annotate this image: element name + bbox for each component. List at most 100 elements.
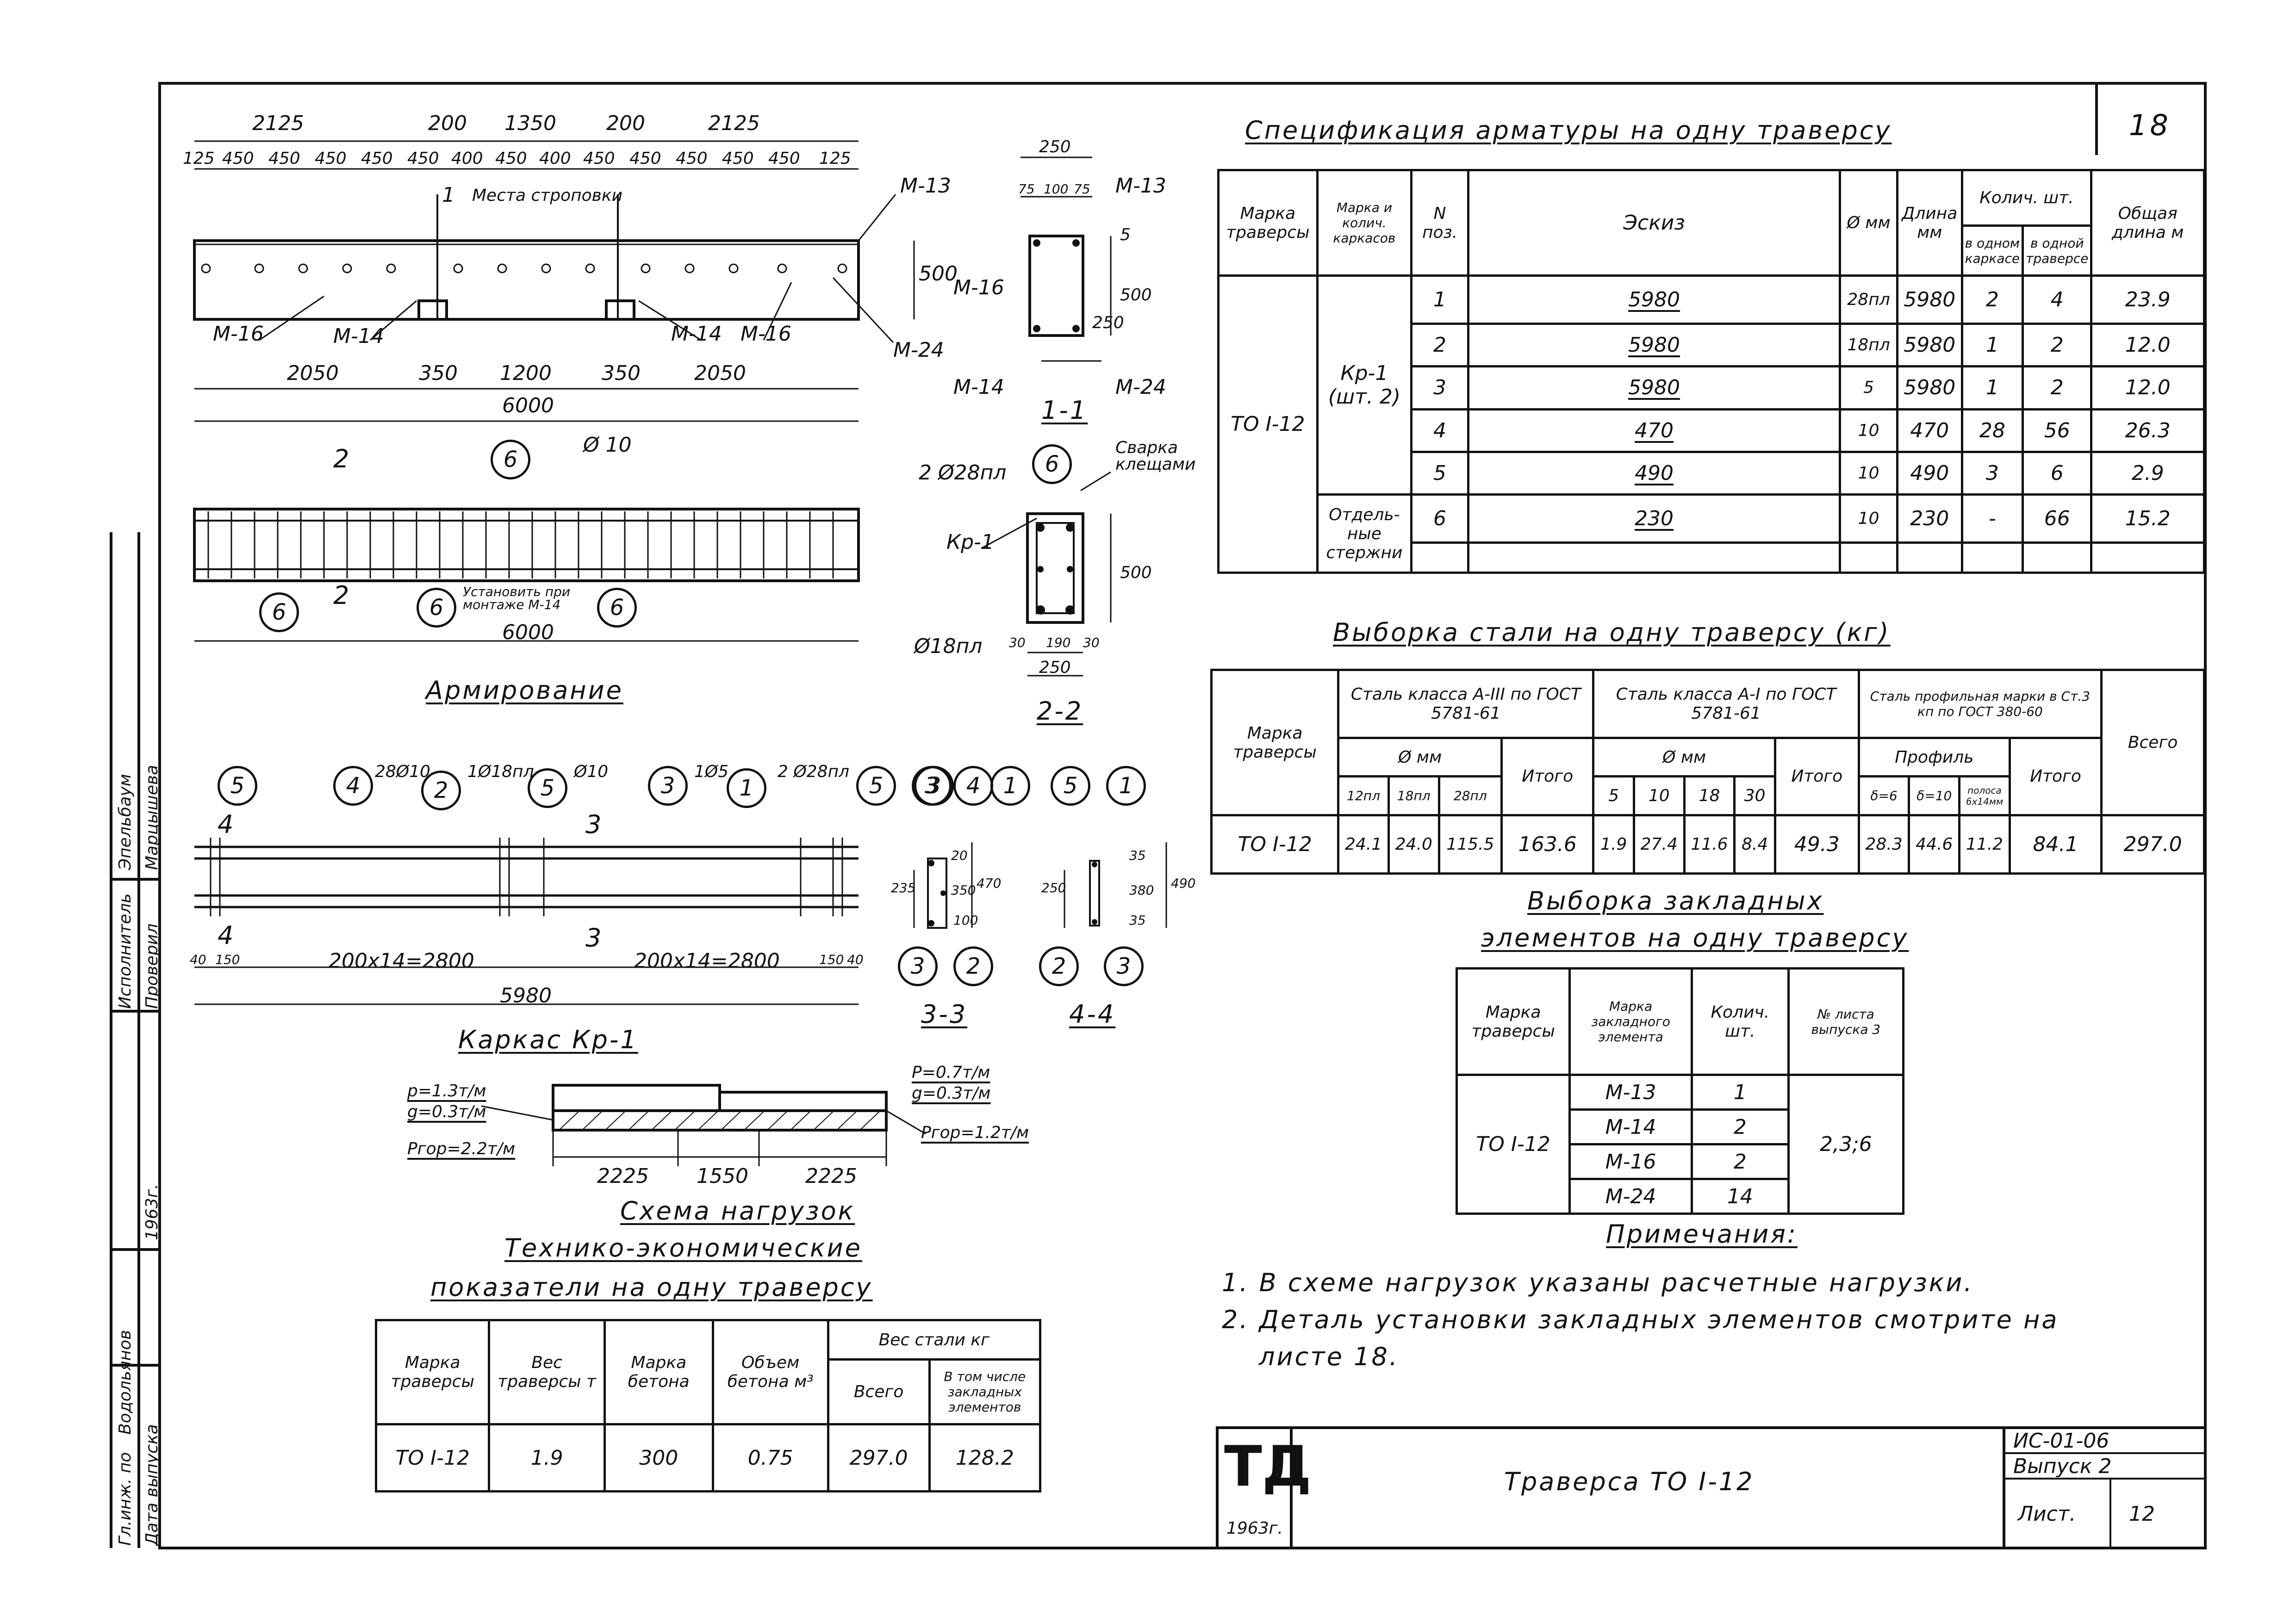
steel-prof-v2: 44.6	[1908, 814, 1961, 875]
dim-spacing-10: 450	[583, 149, 615, 168]
s44-callout-3: 3	[1104, 946, 1144, 986]
beam-elevation	[193, 239, 860, 321]
dim-spacing-9: 400	[539, 149, 571, 168]
sheet-label: Лист.	[2018, 1502, 2076, 1526]
spec-diam-3: 5	[1839, 365, 1898, 410]
spec-length-1: 5980	[1896, 274, 1963, 325]
steel-h-prof-itogo: Итого	[2008, 736, 2103, 817]
spec-sketch-3: 5980	[1467, 365, 1842, 410]
tech-steel-embed: 128.2	[928, 1423, 1042, 1492]
frame-label-2: 1Ø18пл	[467, 762, 534, 781]
dim-spacing-3: 450	[268, 149, 300, 168]
tech-h-steel-total: Всего	[827, 1358, 931, 1425]
plan-outline	[193, 508, 860, 582]
embed-mark-4: М-24	[1568, 1178, 1693, 1215]
section-1-1-width: 250	[1039, 137, 1071, 156]
s44-dim-2: 35	[1129, 848, 1146, 863]
section-2-2-title: 2-2	[1037, 696, 1083, 726]
stirrup-diameter: Ø 10	[583, 433, 632, 457]
embed-table: Марка траверсы Марка закладного элемента…	[1455, 967, 1905, 1215]
section-1-1-subdim-3: 75	[1074, 181, 1090, 197]
dim-spacing-4: 450	[315, 149, 347, 168]
steel-h-a1: Сталь класса А-I по ГОСТ 5781-61	[1592, 669, 1860, 739]
tech-concrete: 300	[603, 1423, 714, 1492]
cut-mark-1: 1	[442, 183, 455, 207]
embed-h-mark: Марка закладного элемента	[1568, 967, 1693, 1076]
tech-table: Марка траверсы Вес траверсы т Марка бето…	[374, 1319, 1042, 1492]
section-2-2-height: 500	[1120, 563, 1152, 582]
dim-top-5: 2125	[708, 112, 760, 135]
spec-qtyb-6: 66	[2022, 493, 2093, 544]
callout-6-right: 6	[597, 588, 637, 628]
steel-a1-total: 49.3	[1773, 814, 1860, 875]
steel-h-total: Всего	[2100, 668, 2205, 817]
spec-total-2: 12.0	[2090, 322, 2205, 368]
section-3-3-title: 3-3	[921, 1000, 968, 1029]
load-right-total: Ргор=1.2т/м	[921, 1123, 1029, 1142]
dim-top-1: 2125	[252, 112, 304, 135]
steel-h-a1-c4: 30	[1733, 775, 1776, 817]
frame-dim-3: 200х14=2800	[329, 949, 474, 973]
section-1-1-height: 500	[1120, 286, 1152, 305]
lifting-points-label: Места строповки	[472, 186, 623, 205]
frame-callout-5-a: 5	[218, 766, 257, 806]
tech-h-steel-embed: В том числе закладных элементов	[928, 1358, 1042, 1425]
spec-length-3: 5980	[1896, 365, 1963, 410]
steel-h-prof-c2: δ=10	[1908, 775, 1961, 817]
frame-dim-5: 150	[819, 952, 844, 967]
stamp-name-4: Марцышева	[143, 765, 162, 870]
tech-h-weight: Вес траверсы т	[488, 1319, 606, 1425]
plan-title: Армирование	[426, 676, 623, 705]
drawing-code: ИС-01-06	[2013, 1429, 2109, 1453]
cut-3-bottom: 3	[585, 923, 604, 952]
tech-beam: ТО I-12	[374, 1423, 491, 1492]
steel-h-beam: Марка траверсы	[1210, 668, 1340, 817]
frame-label-3: Ø10	[574, 762, 609, 781]
tech-weight: 1.9	[488, 1423, 606, 1492]
s33-callout-1: 1	[990, 766, 1030, 806]
dim-spacing-5: 450	[361, 149, 393, 168]
frame-dim-1: 40	[190, 952, 206, 967]
load-dim-2: 1550	[697, 1164, 748, 1188]
spec-diam-1: 28пл	[1839, 274, 1898, 325]
steel-table-title: Выборка стали на одну траверсу (кг)	[1333, 618, 1891, 647]
section-1-1-subdim-1: 75	[1018, 181, 1035, 197]
frame-callout-3: 3	[648, 766, 688, 806]
section-2-2-width: 250	[1039, 658, 1071, 677]
spec-total-1: 23.9	[2090, 274, 2205, 325]
section-1-1-subdim-2: 100	[1044, 181, 1069, 197]
spec-loose-bars: Отдель-ные стержни	[1316, 493, 1413, 574]
dim-spacing-13: 450	[722, 149, 754, 168]
mark-m14-right: М-14	[671, 322, 722, 346]
steel-a1-v1: 1.9	[1592, 814, 1635, 875]
embed-title-2: элементов на одну траверсу	[1481, 923, 1909, 952]
steel-h-a1-c2: 10	[1632, 775, 1686, 817]
steel-h-a1-c3: 18	[1683, 775, 1736, 817]
dim-spacing-6: 450	[407, 149, 439, 168]
spec-total-4: 26.3	[2090, 408, 2205, 454]
stamp-name-3: Эпельбаум	[116, 774, 135, 870]
dim-bottom-1: 2050	[287, 361, 339, 385]
spec-length-2: 5980	[1896, 322, 1963, 368]
plan-length: 6000	[502, 621, 554, 644]
s33-callout-3-bottom: 3	[898, 946, 938, 986]
dim-bottom-2: 350	[419, 361, 458, 385]
frame-callout-2: 2	[421, 771, 461, 810]
spec-h-sketch: Эскиз	[1467, 168, 1842, 277]
dim-spacing-8: 450	[495, 149, 527, 168]
embed-mark-3: М-16	[1568, 1143, 1693, 1180]
note-2: 2. Деталь установки закладных элементов …	[1222, 1305, 2059, 1334]
steel-h-a3-itogo: Итого	[1500, 736, 1595, 817]
spec-qtyf-1: 2	[1960, 274, 2024, 325]
load-dim-3: 2225	[805, 1164, 857, 1188]
spec-total-5: 2.9	[2090, 450, 2205, 496]
steel-prof-v3: 11.2	[1958, 814, 2011, 875]
frame-callout-5-b: 5	[528, 768, 567, 808]
load-left-g: g=0.3т/м	[407, 1102, 486, 1121]
steel-h-a1-c1: 5	[1592, 775, 1635, 817]
steel-h-a3-c1: 12пл	[1337, 775, 1390, 817]
spec-qtyf-4: 28	[1960, 408, 2024, 454]
steel-h-a3: Сталь класса А-III по ГОСТ 5781-61	[1337, 669, 1595, 739]
section-1-1-outline	[1028, 235, 1084, 337]
